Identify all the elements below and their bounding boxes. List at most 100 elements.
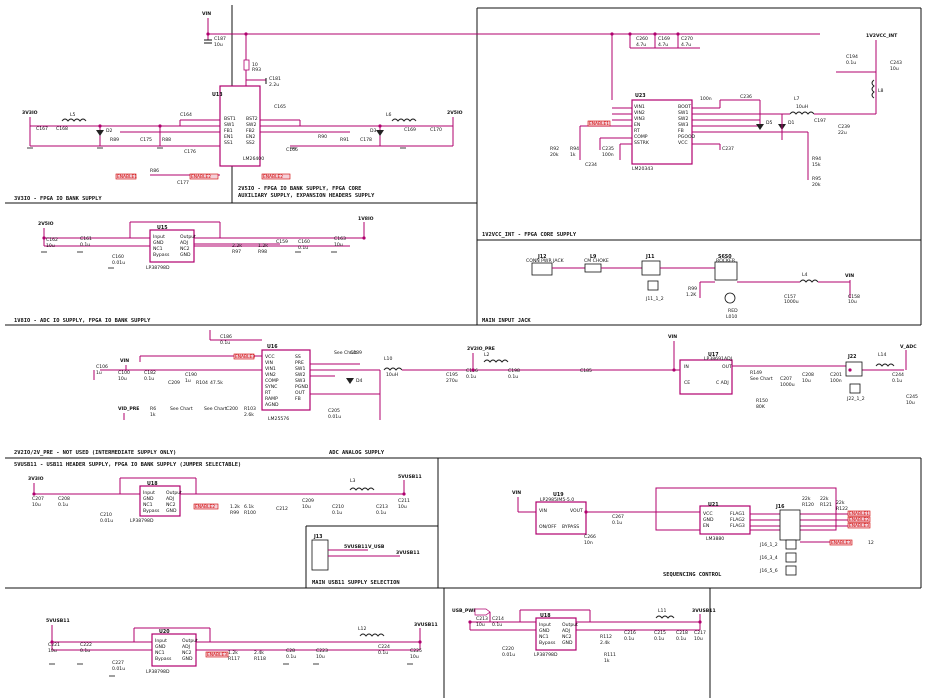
svg-text:100n: 100n xyxy=(830,378,842,384)
svg-text:C210: C210 xyxy=(100,512,112,518)
svg-text:FB1: FB1 xyxy=(224,128,233,134)
svg-text:1.2k: 1.2k xyxy=(258,243,268,249)
svg-text:C207: C207 xyxy=(780,376,792,382)
svg-text:SW1: SW1 xyxy=(678,110,688,116)
inductor-l5 xyxy=(61,118,87,122)
switch-rocker xyxy=(714,261,738,281)
ic-u16 xyxy=(261,349,311,411)
svg-text:ADJ: ADJ xyxy=(562,628,570,634)
svg-text:1000u: 1000u xyxy=(780,382,795,388)
label-l7: L7 xyxy=(794,96,800,102)
ic-u15-ref: U15 xyxy=(157,225,168,231)
svg-text:FLAG3: FLAG3 xyxy=(730,523,745,529)
jack-j12 xyxy=(531,262,553,276)
label-l8: L8 xyxy=(878,88,884,94)
svg-text:C198: C198 xyxy=(508,368,520,374)
block-main-input: J12 CONN PWR JACK L9 CM CHOKE J11 J11_1_… xyxy=(526,254,860,320)
label-l6: L6 xyxy=(386,112,392,118)
svg-text:C260: C260 xyxy=(636,36,648,42)
jumper-j11 xyxy=(641,260,661,276)
label-see-chart-a: See Chart xyxy=(334,350,357,356)
label-c177: C177 xyxy=(177,180,189,186)
svg-text:10u: 10u xyxy=(214,42,223,48)
svg-text:NC1: NC1 xyxy=(153,246,163,252)
svg-text:10u: 10u xyxy=(476,622,485,628)
svg-text:2.4k: 2.4k xyxy=(254,650,264,656)
svg-text:C197: C197 xyxy=(814,118,826,124)
svg-text:R150: R150 xyxy=(756,398,768,404)
svg-text:C225: C225 xyxy=(410,648,422,654)
label-l010: L010 xyxy=(726,314,737,320)
svg-text:10u: 10u xyxy=(334,242,343,248)
svg-text:0.01u: 0.01u xyxy=(502,652,515,658)
svg-text:10n: 10n xyxy=(584,540,593,546)
svg-text:C209: C209 xyxy=(302,498,314,504)
label-l10: L10 xyxy=(384,356,392,362)
svg-text:Output: Output xyxy=(166,490,182,496)
svg-text:100n: 100n xyxy=(700,96,712,102)
svg-text:0.1u: 0.1u xyxy=(58,502,68,508)
svg-text:2.6k: 2.6k xyxy=(244,412,254,418)
svg-text:C159: C159 xyxy=(276,239,288,245)
svg-text:R103: R103 xyxy=(244,406,256,412)
svg-text:1k: 1k xyxy=(570,152,576,158)
svg-text:EN2: EN2 xyxy=(246,134,255,140)
rail-5vusb11: 5VUSB11 xyxy=(398,474,422,480)
svg-text:2.2u: 2.2u xyxy=(269,82,279,88)
svg-text:SW3: SW3 xyxy=(678,122,688,128)
svg-text:4.7u: 4.7u xyxy=(636,42,646,48)
svg-text:0.1u: 0.1u xyxy=(220,340,230,346)
svg-text:NC2: NC2 xyxy=(562,634,572,640)
svg-text:C216: C216 xyxy=(624,630,636,636)
svg-text:R120: R120 xyxy=(802,502,814,508)
svg-text:10u: 10u xyxy=(118,376,127,382)
svg-text:1.2K: 1.2K xyxy=(686,292,697,298)
svg-text:GND: GND xyxy=(155,644,166,650)
svg-text:C100: C100 xyxy=(118,370,130,376)
net-enable2-a: ENABLE2 xyxy=(191,174,211,180)
ic-u23 xyxy=(631,99,693,165)
svg-text:EN1: EN1 xyxy=(224,134,233,140)
label-l9: L9 xyxy=(590,254,597,260)
svg-text:R95: R95 xyxy=(812,176,821,182)
rail-5vusb11-src: 5VUSB11 xyxy=(46,618,70,624)
ic-u18b xyxy=(535,617,577,651)
net-enable3-c: ENABLE3 xyxy=(831,540,851,546)
svg-text:C266: C266 xyxy=(584,534,596,540)
svg-text:C160: C160 xyxy=(112,254,124,260)
ic-u19 xyxy=(535,501,587,535)
net-enable1-c: ENABLE1 xyxy=(849,511,869,517)
net-enable1-a: ENABLE1 xyxy=(117,174,137,180)
svg-text:80K: 80K xyxy=(756,404,766,410)
ic-u16-ref: U16 xyxy=(267,344,278,350)
svg-text:Input: Input xyxy=(153,234,165,240)
label-see-chart-d: See Chart xyxy=(204,406,227,412)
svg-text:0.1u: 0.1u xyxy=(80,242,90,248)
svg-text:47.5k: 47.5k xyxy=(210,380,223,386)
svg-text:SW1: SW1 xyxy=(295,366,305,372)
svg-text:0.1u: 0.1u xyxy=(624,636,634,642)
svg-text:C161: C161 xyxy=(80,236,92,242)
svg-text:VCC: VCC xyxy=(703,511,713,517)
svg-text:GND: GND xyxy=(166,508,177,514)
svg-text:Bypass: Bypass xyxy=(155,656,172,662)
label-j11: J11 xyxy=(645,254,654,260)
svg-text:0.01u: 0.01u xyxy=(328,414,341,420)
svg-text:10u: 10u xyxy=(906,400,915,406)
ic-u21-part: LM3880 xyxy=(706,536,724,542)
svg-text:0.1u: 0.1u xyxy=(376,510,386,516)
svg-text:1u: 1u xyxy=(96,370,102,376)
svg-text:C211: C211 xyxy=(398,498,410,504)
svg-text:0.1u: 0.1u xyxy=(378,650,388,656)
svg-text:C213: C213 xyxy=(376,504,388,510)
svg-text:20k: 20k xyxy=(812,182,821,188)
svg-text:C235: C235 xyxy=(602,146,614,152)
svg-text:VCC: VCC xyxy=(678,140,688,146)
svg-text:R100: R100 xyxy=(244,510,256,516)
svg-text:EN: EN xyxy=(634,122,640,128)
